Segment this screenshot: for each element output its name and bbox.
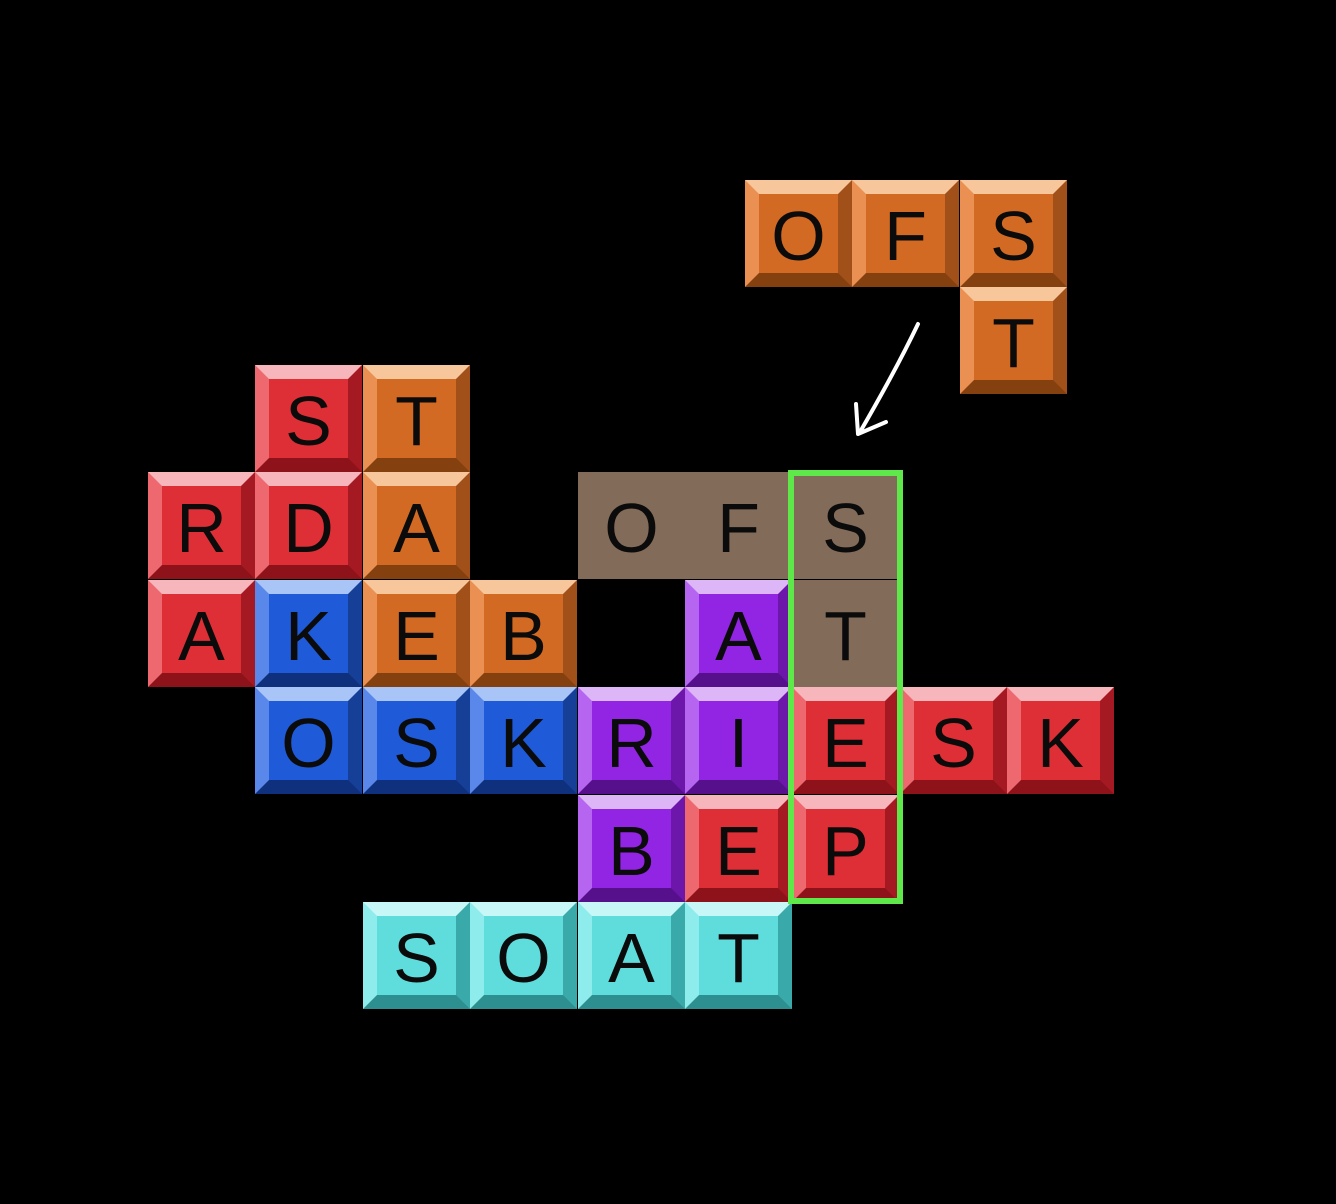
tile-letter: T (824, 596, 867, 675)
board-tile-o: O (578, 472, 685, 579)
tile-letter: S (930, 703, 977, 782)
tile-letter: K (1037, 703, 1084, 782)
piece-tile-f[interactable]: F (852, 180, 959, 287)
piece-tile-o[interactable]: O (745, 180, 852, 287)
tile-letter: O (771, 196, 826, 275)
board-tile-o: O (470, 902, 577, 1009)
board-tile-k: K (470, 687, 577, 794)
tile-letter: E (715, 811, 762, 890)
tile-letter: F (717, 488, 760, 567)
tile-letter: B (608, 811, 655, 890)
tile-letter: E (393, 596, 440, 675)
board-tile-b: B (470, 580, 577, 687)
board-tile-a: A (148, 580, 255, 687)
tile-letter: E (822, 703, 869, 782)
tile-letter: I (728, 703, 749, 782)
board-tile-r: R (578, 687, 685, 794)
board-tile-s: S (363, 687, 470, 794)
tile-letter: F (884, 196, 927, 275)
tile-letter: A (715, 596, 762, 675)
board-tile-s: S (363, 902, 470, 1009)
piece-tile-s[interactable]: S (960, 180, 1067, 287)
board-tile-s: S (900, 687, 1007, 794)
board-tile-e: E (792, 687, 899, 794)
board-tile-k: K (1007, 687, 1114, 794)
board-tile-b: B (578, 795, 685, 902)
tile-letter: A (393, 488, 440, 567)
board-tile-t: T (363, 365, 470, 472)
drop-arrow-icon (854, 322, 920, 436)
tile-letter: T (717, 918, 760, 997)
board-tile-i: I (685, 687, 792, 794)
tile-letter: K (500, 703, 547, 782)
board-tile-d: D (255, 472, 362, 579)
tile-letter: O (604, 488, 659, 567)
board-tile-t: T (792, 580, 899, 687)
tile-letter: B (500, 596, 547, 675)
board-tile-f: F (685, 472, 792, 579)
tile-letter: D (283, 488, 334, 567)
tile-letter: O (281, 703, 336, 782)
tile-letter: O (496, 918, 551, 997)
tile-letter: T (395, 381, 438, 460)
tile-letter: K (285, 596, 332, 675)
board-tile-s: S (255, 365, 362, 472)
tile-letter: A (608, 918, 655, 997)
board-tile-p: P (792, 795, 899, 902)
tile-letter: P (822, 811, 869, 890)
tile-letter: S (285, 381, 332, 460)
tile-letter: R (176, 488, 227, 567)
board-tile-s: S (792, 472, 899, 579)
tile-letter: S (990, 196, 1037, 275)
board-tile-a: A (685, 580, 792, 687)
tile-letter: S (393, 703, 440, 782)
tile-letter: T (992, 303, 1035, 382)
tile-letter: R (606, 703, 657, 782)
board-tile-t: T (685, 902, 792, 1009)
board-tile-e: E (685, 795, 792, 902)
piece-tile-t[interactable]: T (960, 287, 1067, 394)
board-tile-a: A (363, 472, 470, 579)
tile-letter: S (822, 488, 869, 567)
board-tile-r: R (148, 472, 255, 579)
board-tile-e: E (363, 580, 470, 687)
tile-letter: S (393, 918, 440, 997)
board-tile-o: O (255, 687, 362, 794)
board-tile-k: K (255, 580, 362, 687)
tile-letter: A (178, 596, 225, 675)
board-tile-a: A (578, 902, 685, 1009)
